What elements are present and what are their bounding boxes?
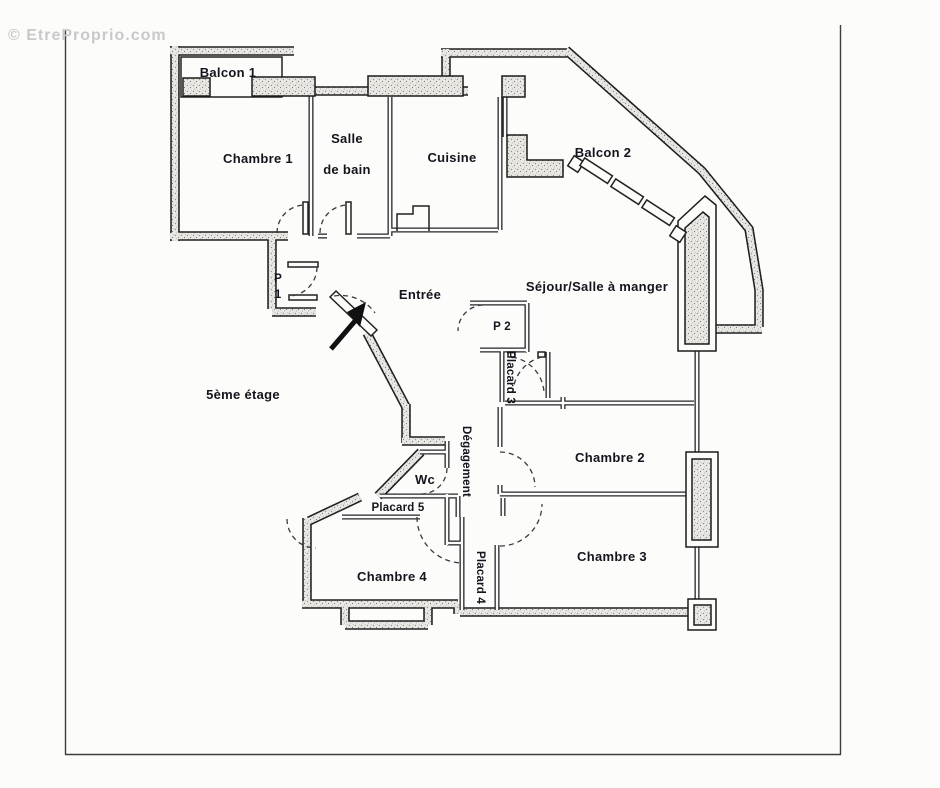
page-frame <box>64 25 842 756</box>
entrance-arrow-icon <box>329 302 366 351</box>
walls-ext-segment <box>375 449 424 499</box>
label-de-bain: de bain <box>323 162 371 177</box>
window-sill <box>251 76 316 97</box>
door-leaf <box>345 201 352 235</box>
kitchen-counter <box>396 205 430 231</box>
label-sejour: Séjour/Salle à manger <box>526 279 668 294</box>
door-leaf <box>507 351 516 358</box>
walls-ext-segment <box>364 331 409 409</box>
watermark: © EtreProprio.com <box>8 27 167 44</box>
interior-walls <box>308 95 700 610</box>
door-leaf <box>302 201 309 235</box>
label-balcon1: Balcon 1 <box>200 65 257 80</box>
label-wc: Wc <box>415 472 435 487</box>
duct-block <box>501 75 526 98</box>
walls-ext-segment <box>563 47 763 333</box>
label-p1-line2: 1 <box>275 289 282 301</box>
corner-block-fill <box>693 604 712 626</box>
label-salle: Salle <box>331 131 363 146</box>
label-cuisine: Cuisine <box>427 150 476 165</box>
window-sill <box>182 77 211 97</box>
label-placard5: Placard 5 <box>372 502 425 514</box>
label-chambre3: Chambre 3 <box>577 549 647 564</box>
door-leaf-p1 <box>287 261 319 268</box>
walls-ext-segment <box>307 494 362 524</box>
kitchen-window <box>367 75 464 97</box>
door-arcs <box>276 204 545 564</box>
labels: © EtreProprio.com Balcon 1 Chambre 1 Sal… <box>8 27 668 604</box>
windows-and-fixtures <box>180 56 719 631</box>
door-leaf <box>537 351 546 358</box>
sliding-doors <box>566 154 688 244</box>
label-chambre2: Chambre 2 <box>575 450 645 465</box>
label-placard4: Placard 4 <box>474 551 486 604</box>
right-window <box>691 458 712 541</box>
label-p1-line1: P <box>274 273 282 285</box>
balcony-wall-block <box>506 134 564 178</box>
label-placard3: Placard 3 <box>504 351 516 404</box>
label-chambre4: Chambre 4 <box>357 569 427 584</box>
label-balcon2: Balcon 2 <box>575 145 632 160</box>
label-chambre1: Chambre 1 <box>223 151 293 166</box>
label-p2: P 2 <box>493 321 511 333</box>
exterior-walls <box>170 46 764 630</box>
corner-pillar-fill <box>684 211 710 345</box>
label-degagement: Dégagement <box>460 426 472 497</box>
sill-p1 <box>288 294 318 301</box>
label-floor: 5ème étage <box>206 387 280 402</box>
label-entree: Entrée <box>399 287 441 302</box>
